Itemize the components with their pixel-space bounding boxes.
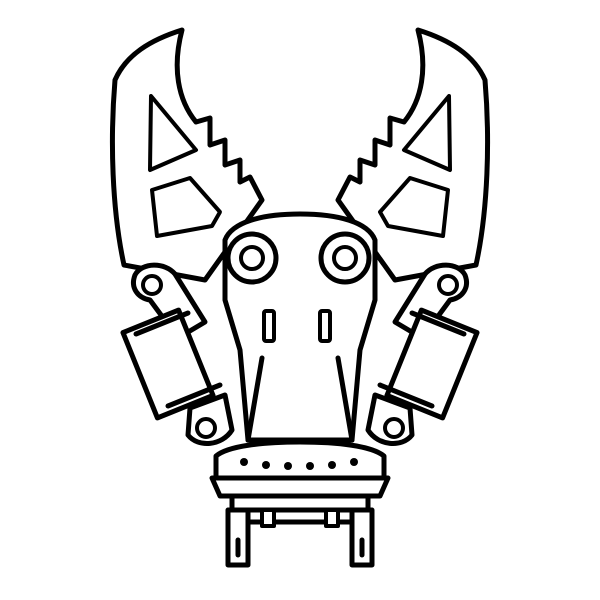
mounting-bracket (225, 493, 375, 568)
central-body (222, 211, 378, 443)
right-slot (318, 309, 332, 343)
left-hydraulic-cylinder (120, 262, 235, 446)
right-hydraulic-cylinder (365, 262, 480, 446)
right-jaw (335, 27, 491, 283)
left-slot (262, 309, 276, 343)
left-jaw-cutout-top (148, 94, 198, 172)
rotator-ring (209, 475, 391, 499)
left-jaw (109, 27, 265, 283)
left-mount-lug (260, 508, 276, 528)
left-jaw-cutout-bottom (150, 176, 222, 238)
rotator-housing (209, 439, 391, 499)
left-pivot-inner (239, 245, 265, 271)
right-mount-lug (324, 508, 340, 528)
right-pivot-inner (332, 245, 358, 271)
body-inner-outline (245, 355, 355, 443)
